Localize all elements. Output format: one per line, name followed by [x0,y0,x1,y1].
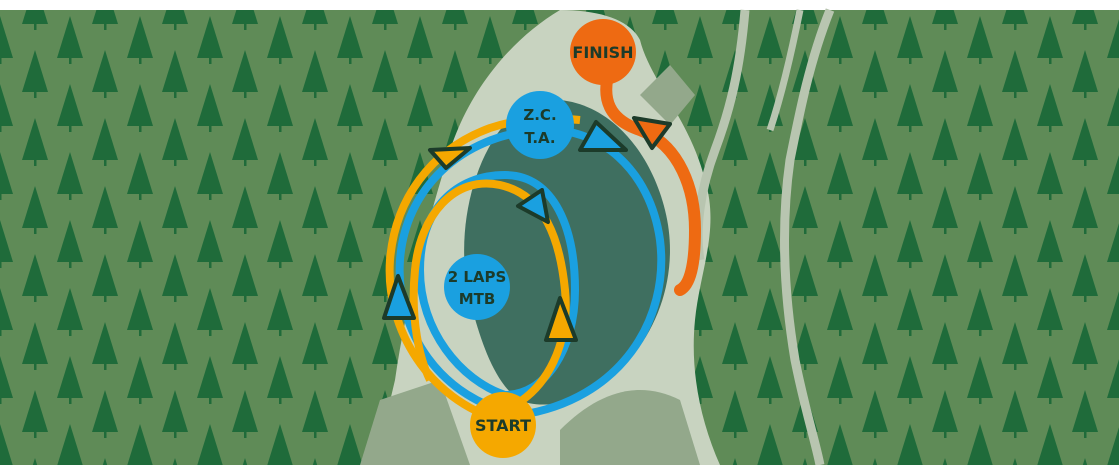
transition-label-line2: T.A. [524,129,555,147]
arrow-red-top [632,116,672,150]
trail-right-2 [780,8,835,465]
clearing-lower-right [560,390,700,465]
clearing-lower-left [360,380,470,465]
finish-label: FINISH [572,43,633,62]
start-marker: START [470,392,536,458]
laps-marker: 2 LAPS MTB [444,254,510,320]
grey-block [640,65,695,125]
arrow-orange-top [428,146,472,170]
arrow-orange-right [544,296,578,342]
route-red [600,62,702,296]
transition-marker: Z.C. T.A. [506,91,574,159]
trail-right-3 [766,9,804,132]
start-label: START [475,416,531,435]
arrow-blue-inner [516,188,550,224]
arrow-blue-top [578,120,628,152]
transition-label-line1: Z.C. [523,106,556,124]
laps-label-line1: 2 LAPS [448,268,507,286]
finish-marker: FINISH [570,19,636,85]
top-margin [0,0,1119,10]
laps-label-line2: MTB [459,290,496,308]
arrow-blue-left [382,274,416,320]
